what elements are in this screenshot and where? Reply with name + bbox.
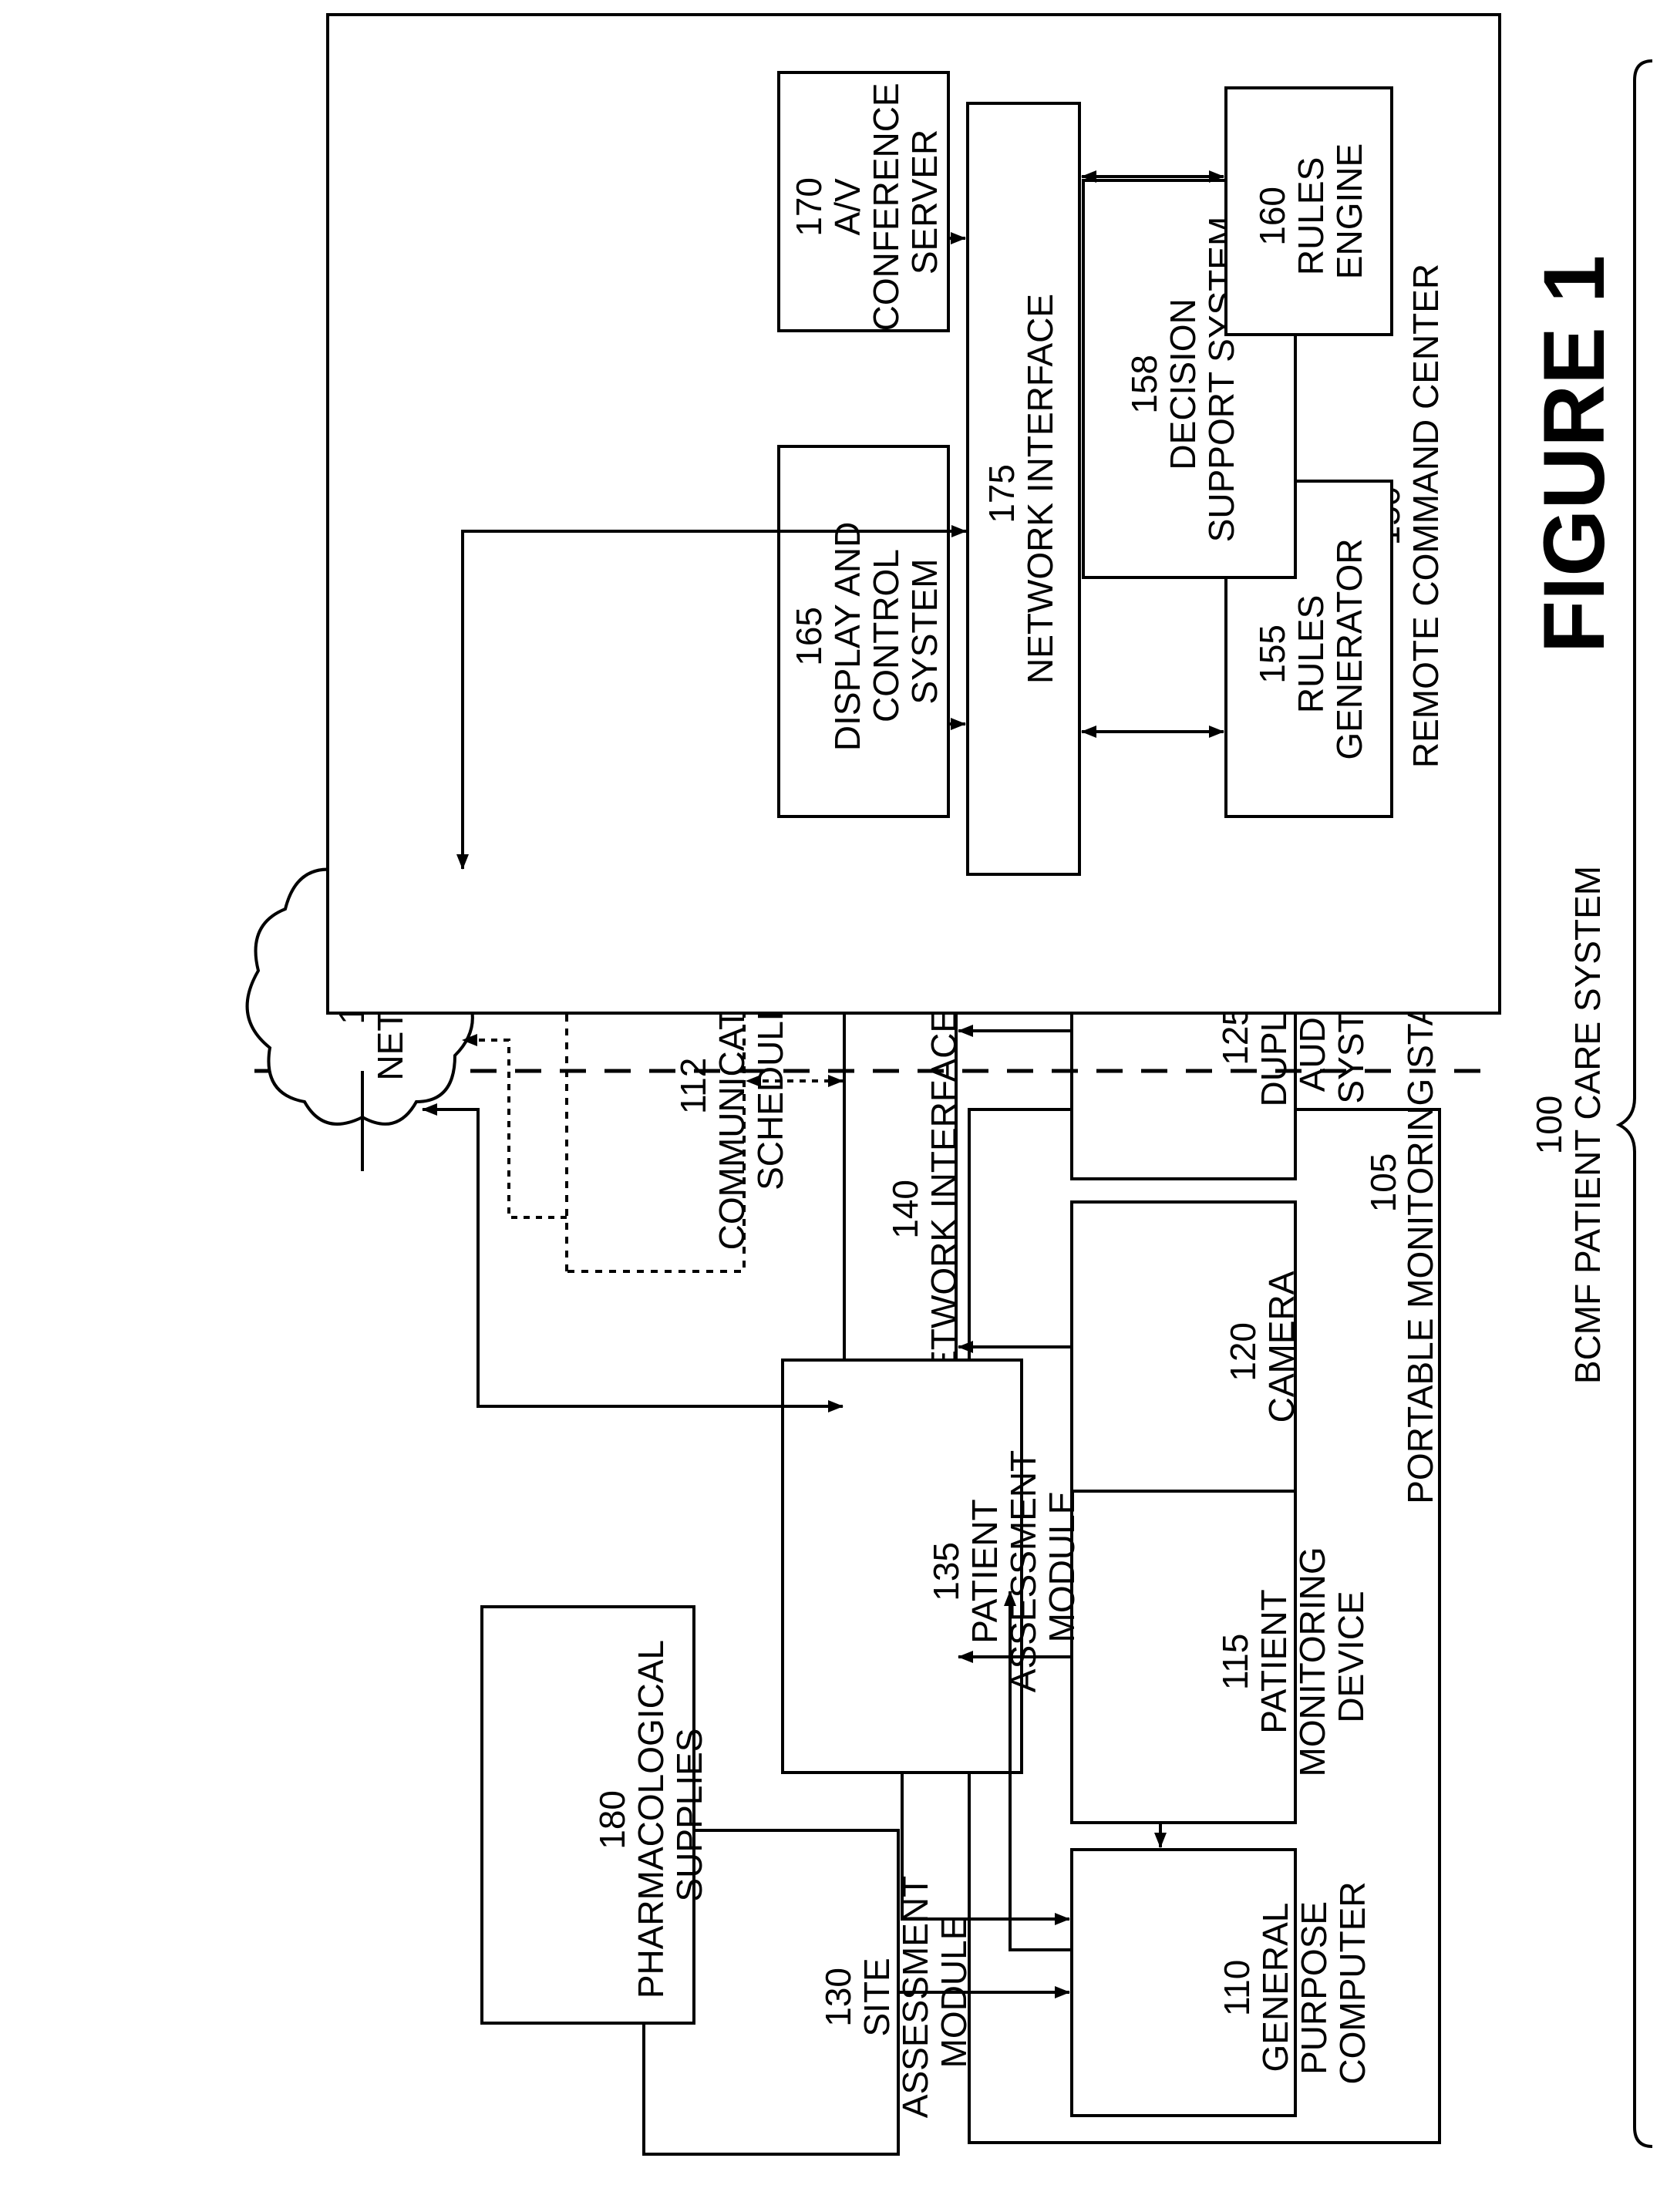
re-number: 160 [1252, 187, 1292, 246]
pmd-number: 115 [1215, 1634, 1255, 1690]
site-line-1: SITE [857, 1958, 897, 2036]
pam-number: 135 [926, 1542, 966, 1601]
dss-line-1: DECISION [1163, 298, 1203, 470]
gpc-line-2: PURPOSE [1294, 1901, 1334, 2075]
gpc-number: 110 [1217, 1960, 1257, 2016]
gpc-line-1: GENERAL [1255, 1903, 1295, 2072]
pmd-line-2: MONITORING [1292, 1547, 1332, 1776]
camera-line-1: CAMERA [1261, 1271, 1302, 1422]
ni175-number: 175 [982, 464, 1022, 524]
av-line-3: SERVER [904, 130, 945, 274]
system-number: 100 [1529, 1096, 1569, 1155]
dcs-line-2: CONTROL [866, 550, 906, 722]
dcs-number: 165 [789, 607, 829, 666]
rg-number: 155 [1252, 625, 1292, 684]
rg-line-1: RULES [1291, 595, 1331, 713]
ni140-number: 140 [885, 1180, 925, 1239]
station-number: 105 [1363, 1153, 1403, 1213]
av-number: 170 [789, 177, 829, 237]
pharm-number: 180 [592, 1790, 632, 1850]
ni140-line-1: NETWORK INTERFACE [924, 1009, 964, 1399]
av-line-2: CONFERENCE [866, 82, 906, 331]
pharm-line-2: SUPPLIES [669, 1729, 709, 1902]
rcc-label: REMOTE COMMAND CENTER [1406, 264, 1446, 768]
pharm-line-1: PHARMACOLOGICAL [631, 1641, 671, 1999]
camera-number: 120 [1223, 1322, 1263, 1382]
gpc-line-3: COMPUTER [1332, 1881, 1372, 2084]
figure-label: FIGURE 1 [1526, 255, 1622, 654]
pam-line-1: PATIENT [965, 1499, 1005, 1643]
sched-number: 112 [673, 1058, 713, 1114]
pmd-line-1: PATIENT [1254, 1589, 1294, 1733]
av-line-1: A/V [827, 178, 867, 235]
site-number: 130 [818, 1968, 858, 2027]
re-line-1: RULES [1291, 157, 1331, 275]
rg-line-2: GENERATOR [1329, 538, 1369, 759]
pmd-line-3: DEVICE [1331, 1591, 1371, 1722]
audio-number: 125 [1215, 1006, 1255, 1066]
dcs-line-3: SYSTEM [904, 558, 945, 704]
system-brace [1619, 61, 1652, 2146]
ni175-line-1: NETWORK INTERFACE [1020, 294, 1060, 684]
re-line-2: ENGINE [1329, 143, 1369, 279]
system-label: BCMF PATIENT CARE SYSTEM [1568, 866, 1608, 1384]
dss-number: 158 [1124, 355, 1164, 414]
pam-line-3: MODULE [1042, 1491, 1082, 1643]
dcs-line-1: DISPLAY AND [827, 522, 867, 751]
